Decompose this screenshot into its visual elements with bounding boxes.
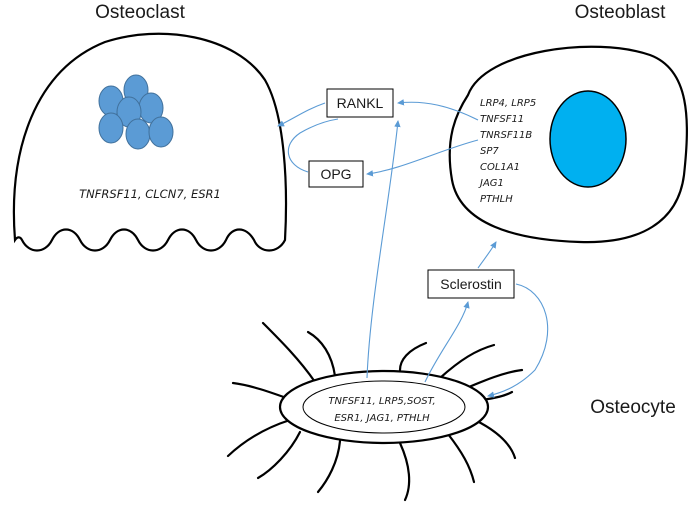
osteocyte-gene: ESR1, JAG1, PTHLH	[334, 413, 430, 424]
opg-label: OPG	[320, 166, 351, 182]
osteoclast-nuclei	[98, 74, 174, 150]
dendrite	[226, 418, 292, 458]
rankl-box: RANKL	[326, 88, 394, 118]
dendrite	[398, 341, 428, 372]
osteocyte-cell: TNFSF11, LRP5,SOST, ESR1, JAG1, PTHLH	[226, 321, 524, 502]
sclerostin-label: Sclerostin	[440, 276, 501, 292]
osteoblast-nucleus	[549, 90, 627, 188]
osteoblast-gene: COL1A1	[480, 162, 520, 173]
osteoblast-gene: TNRSF11B	[480, 130, 532, 141]
arrow-osteoblast-to-rankl	[397, 99, 479, 121]
arrow-osteoblast-to-opg	[366, 139, 479, 177]
dendrite	[473, 418, 517, 460]
osteoblast-gene-list: LRP4, LRP5 TNFSF11 TNRSF11B SP7 COL1A1 J…	[478, 98, 536, 205]
osteoblast-gene: SP7	[480, 146, 499, 157]
arrow-osteocyte-to-sclerostin	[424, 301, 470, 383]
osteoblast-title: Osteoblast	[575, 2, 667, 23]
osteocyte-gene: TNFSF11, LRP5,SOST,	[328, 396, 435, 407]
rankl-label: RANKL	[337, 95, 384, 111]
osteoclast-genes: TNFRSF11, CLCN7, ESR1	[79, 187, 221, 201]
arrow-sclerostin-to-osteoblast	[477, 241, 497, 269]
dendrite	[316, 439, 342, 494]
osteocyte-title: Osteocyte	[590, 397, 676, 418]
nucleus	[98, 112, 124, 144]
dendrite	[438, 343, 496, 380]
nucleus	[125, 118, 151, 150]
arrow-sclerostin-feedback-osteocyte	[487, 283, 549, 398]
osteoblast-gene: LRP4, LRP5	[480, 98, 536, 109]
arrow-rankl-to-osteoclast	[277, 102, 326, 127]
osteoblast-gene: JAG1	[478, 178, 504, 189]
dendrite	[261, 321, 317, 384]
dendrite	[306, 330, 337, 378]
dendrite	[446, 432, 476, 484]
osteocyte-nucleus	[302, 380, 466, 434]
arrow-opg-inhibits-rankl	[287, 118, 339, 173]
nucleus	[148, 116, 174, 148]
signaling-arrows	[277, 99, 549, 398]
osteoblast-gene: PTHLH	[480, 194, 513, 205]
arrow-osteocyte-to-rankl	[366, 120, 401, 379]
osteoblast-cell: LRP4, LRP5 TNFSF11 TNRSF11B SP7 COL1A1 J…	[448, 45, 688, 244]
dendrite	[398, 441, 411, 502]
osteocyte-dendrites	[226, 321, 524, 502]
opg-box: OPG	[308, 160, 364, 188]
sclerostin-box: Sclerostin	[427, 269, 515, 299]
osteoclast-membrane	[12, 32, 288, 252]
osteoclast-title: Osteoclast	[95, 2, 185, 23]
osteoclast-cell: TNFRSF11, CLCN7, ESR1	[12, 32, 288, 252]
osteoblast-gene: TNFSF11	[480, 114, 524, 125]
dendrite	[256, 430, 302, 480]
